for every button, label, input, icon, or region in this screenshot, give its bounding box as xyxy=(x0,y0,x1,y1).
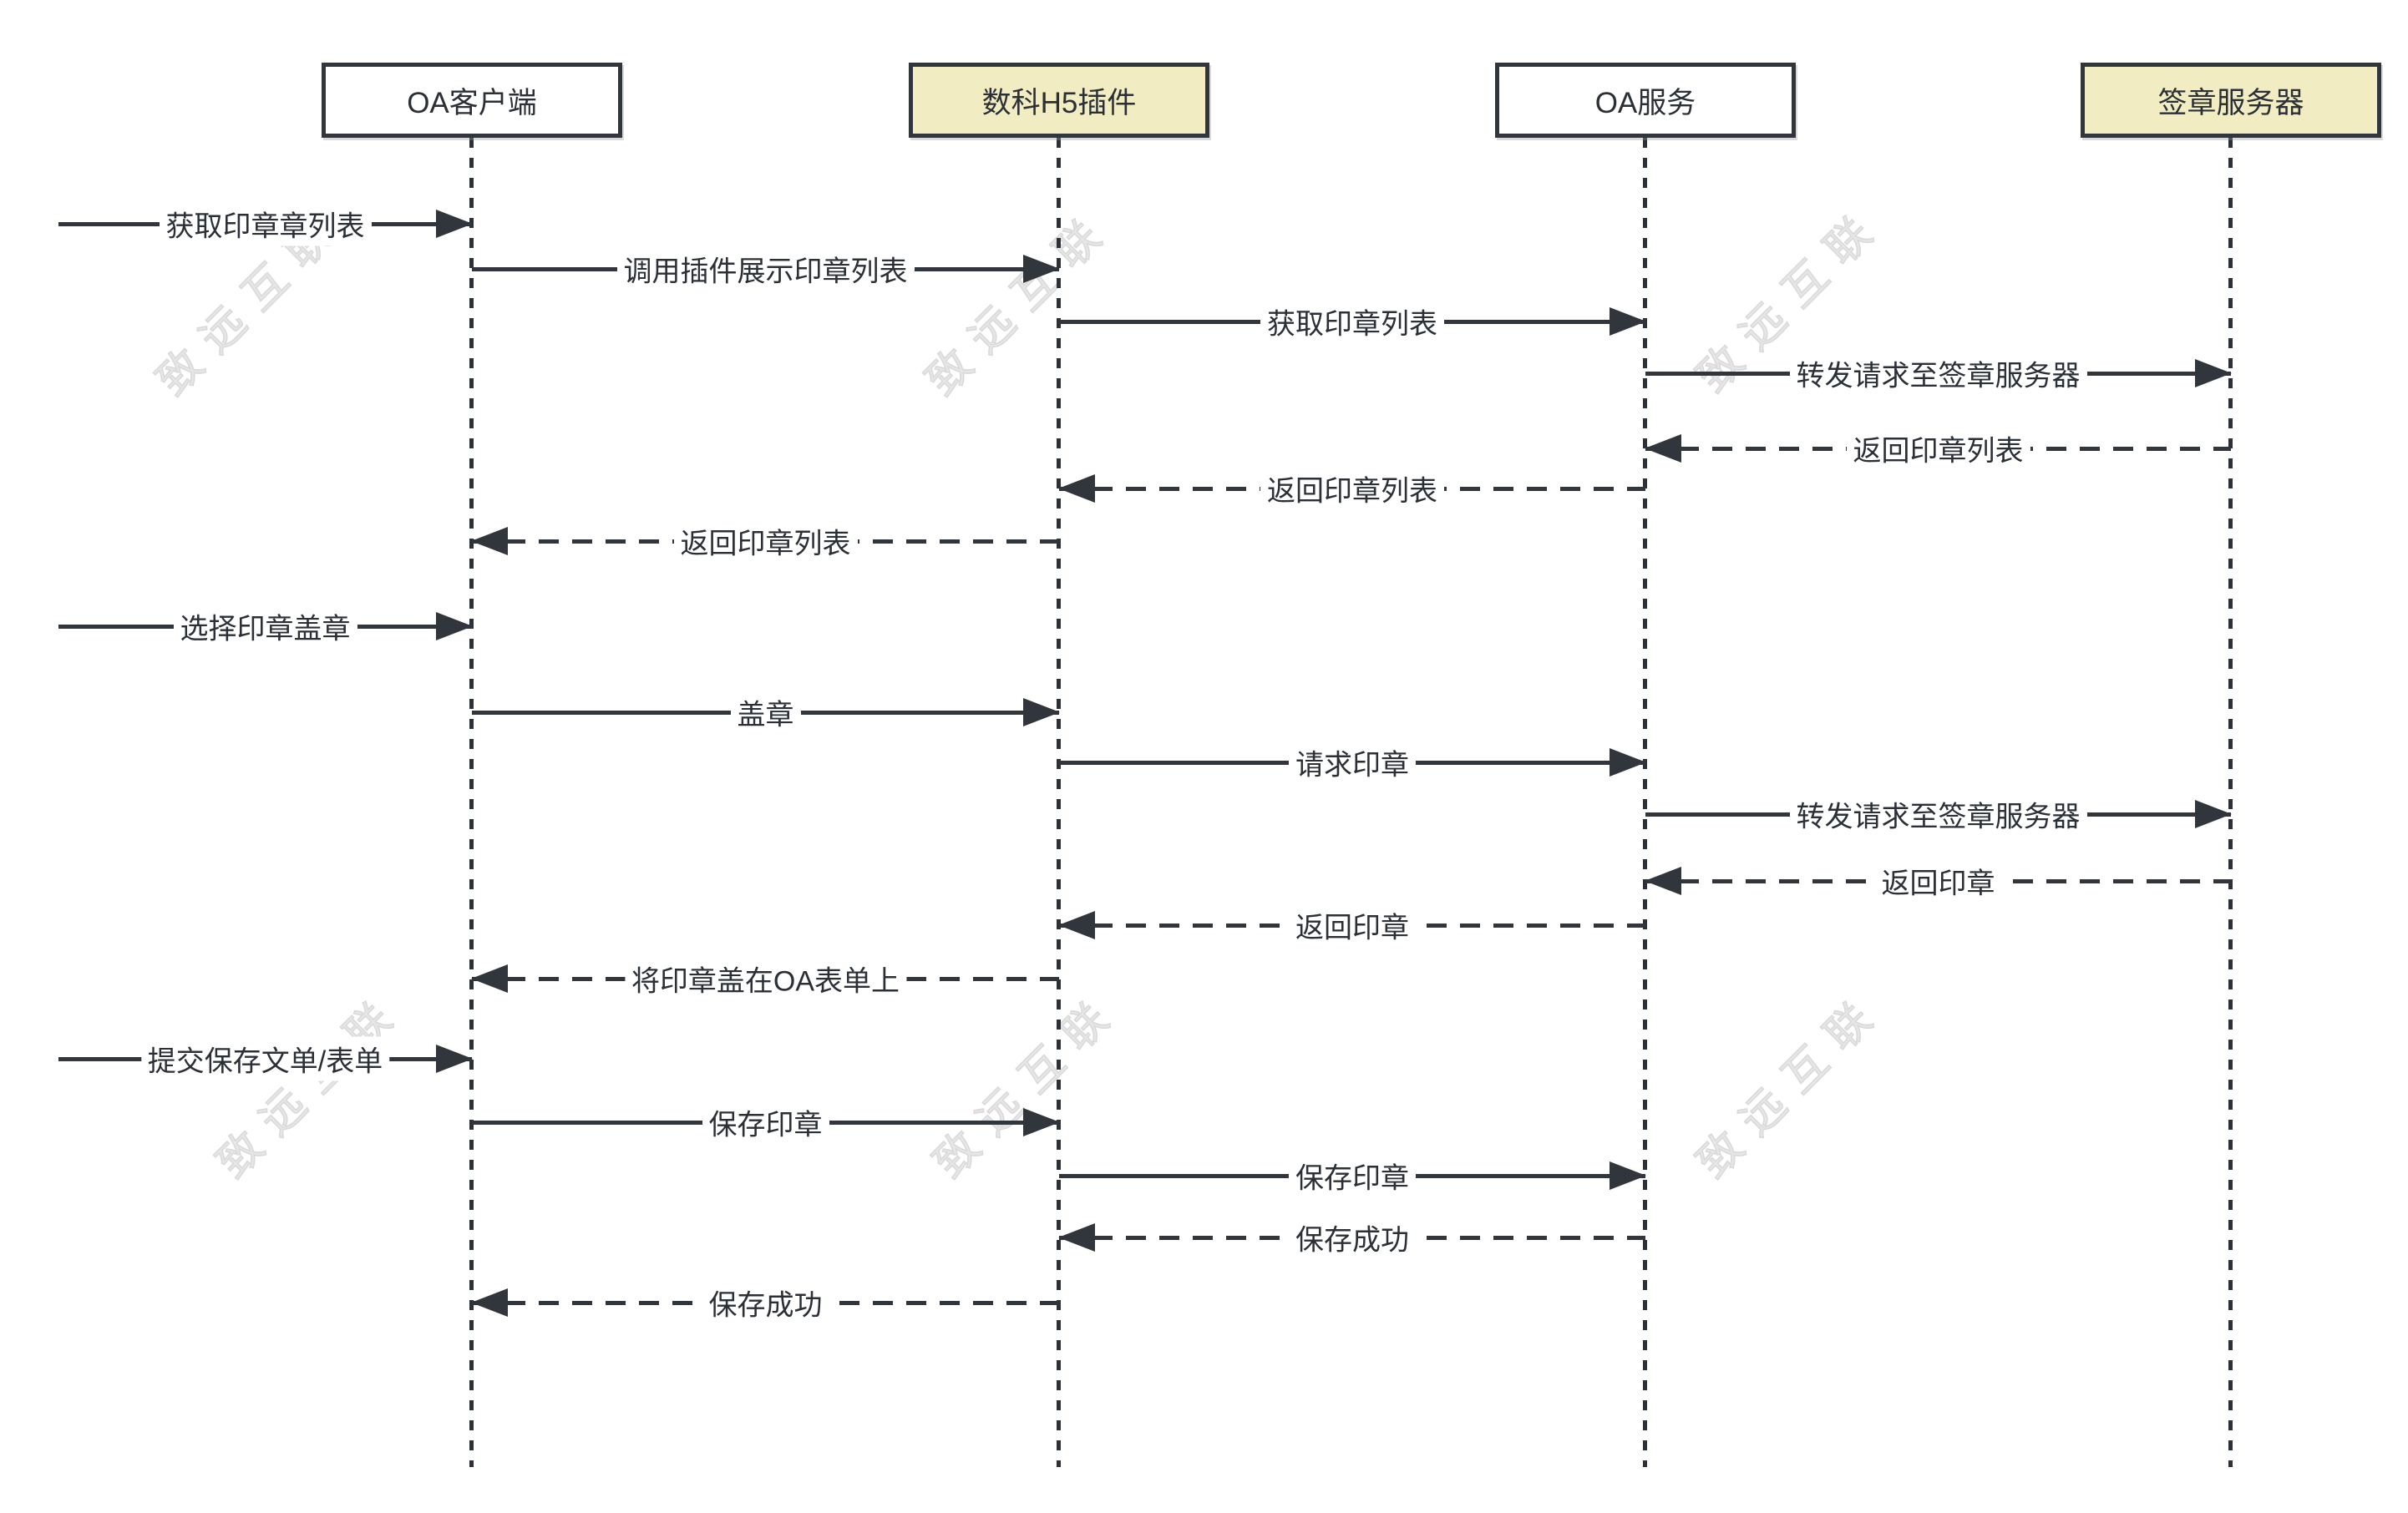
watermark: 致远互联 xyxy=(1688,983,1893,1188)
actor-signature-server: 签章服务器 xyxy=(2081,63,2381,138)
arrowhead-left-icon xyxy=(1058,474,1095,503)
message-label: 保存印章 xyxy=(1289,1153,1416,1198)
arrowhead-right-icon xyxy=(436,612,473,640)
arrowhead-right-icon xyxy=(1610,1161,1646,1190)
message-label: 返回印章列表 xyxy=(1846,426,2030,471)
message-label: 调用插件展示印章列表 xyxy=(616,246,915,291)
watermark: 致远互联 xyxy=(208,983,413,1188)
arrowhead-right-icon xyxy=(1610,748,1646,777)
actor-label: OA服务 xyxy=(1594,86,1696,119)
arrowhead-right-icon xyxy=(1023,698,1060,726)
message-label: 盖章 xyxy=(730,690,801,735)
arrowhead-right-icon xyxy=(1023,255,1060,283)
message-label: 提交保存文单/表单 xyxy=(140,1036,390,1081)
actor-label: 签章服务器 xyxy=(2157,86,2304,119)
message-label: 保存成功 xyxy=(702,1280,829,1325)
message-label: 转发请求至签章服务器 xyxy=(1789,351,2087,396)
message-label: 获取印章列表 xyxy=(1260,299,1444,344)
arrowhead-right-icon xyxy=(1023,1108,1060,1136)
message-label: 返回印章列表 xyxy=(673,519,858,564)
watermark: 致远互联 xyxy=(917,200,1123,406)
actor-label: OA客户端 xyxy=(407,86,537,119)
actor-h5-plugin: 数科H5插件 xyxy=(909,63,1209,138)
arrowhead-left-icon xyxy=(1058,1223,1095,1252)
message-label: 保存成功 xyxy=(1289,1215,1416,1260)
arrowhead-right-icon xyxy=(436,1045,473,1073)
message-label: 转发请求至签章服务器 xyxy=(1789,792,2087,837)
arrowhead-right-icon xyxy=(1610,307,1646,336)
message-label: 将印章盖在OA表单上 xyxy=(624,956,907,1001)
actor-label: 数科H5插件 xyxy=(981,86,1137,119)
arrowhead-right-icon xyxy=(2195,359,2232,387)
arrowhead-left-icon xyxy=(1645,434,1681,463)
message-label: 返回印章 xyxy=(1289,903,1416,948)
arrowhead-left-icon xyxy=(471,527,508,555)
arrowhead-right-icon xyxy=(2195,800,2232,828)
lifeline-oa-client xyxy=(469,138,474,1467)
message-label: 返回印章列表 xyxy=(1260,466,1444,511)
arrowhead-left-icon xyxy=(471,1288,508,1317)
arrowhead-left-icon xyxy=(471,964,508,993)
lifeline-h5-plugin xyxy=(1057,138,1061,1467)
watermark: 致远互联 xyxy=(925,983,1130,1188)
actor-oa-service: OA服务 xyxy=(1495,63,1796,138)
arrowhead-left-icon xyxy=(1645,867,1681,895)
message-label: 获取印章章列表 xyxy=(159,201,372,246)
message-label: 请求印章 xyxy=(1289,740,1416,785)
arrowhead-right-icon xyxy=(436,210,473,238)
lifeline-oa-service xyxy=(1643,138,1647,1467)
message-label: 保存印章 xyxy=(702,1100,829,1145)
message-label: 返回印章 xyxy=(1874,858,2002,903)
actor-oa-client: OA客户端 xyxy=(322,63,622,138)
message-label: 选择印章盖章 xyxy=(173,604,357,649)
arrowhead-left-icon xyxy=(1058,911,1095,939)
